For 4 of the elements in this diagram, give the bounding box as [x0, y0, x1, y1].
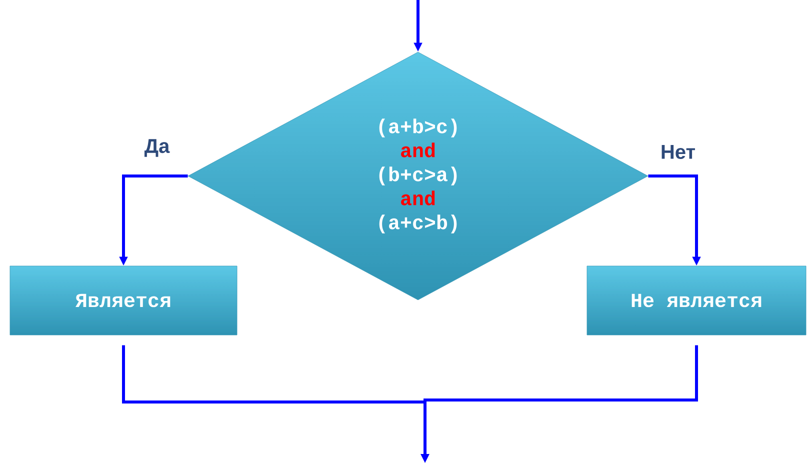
process-box: Не является — [586, 266, 806, 336]
process-box: Является — [10, 266, 238, 336]
edge-label: Нет — [662, 145, 695, 159]
edge-label: Да — [144, 139, 170, 157]
